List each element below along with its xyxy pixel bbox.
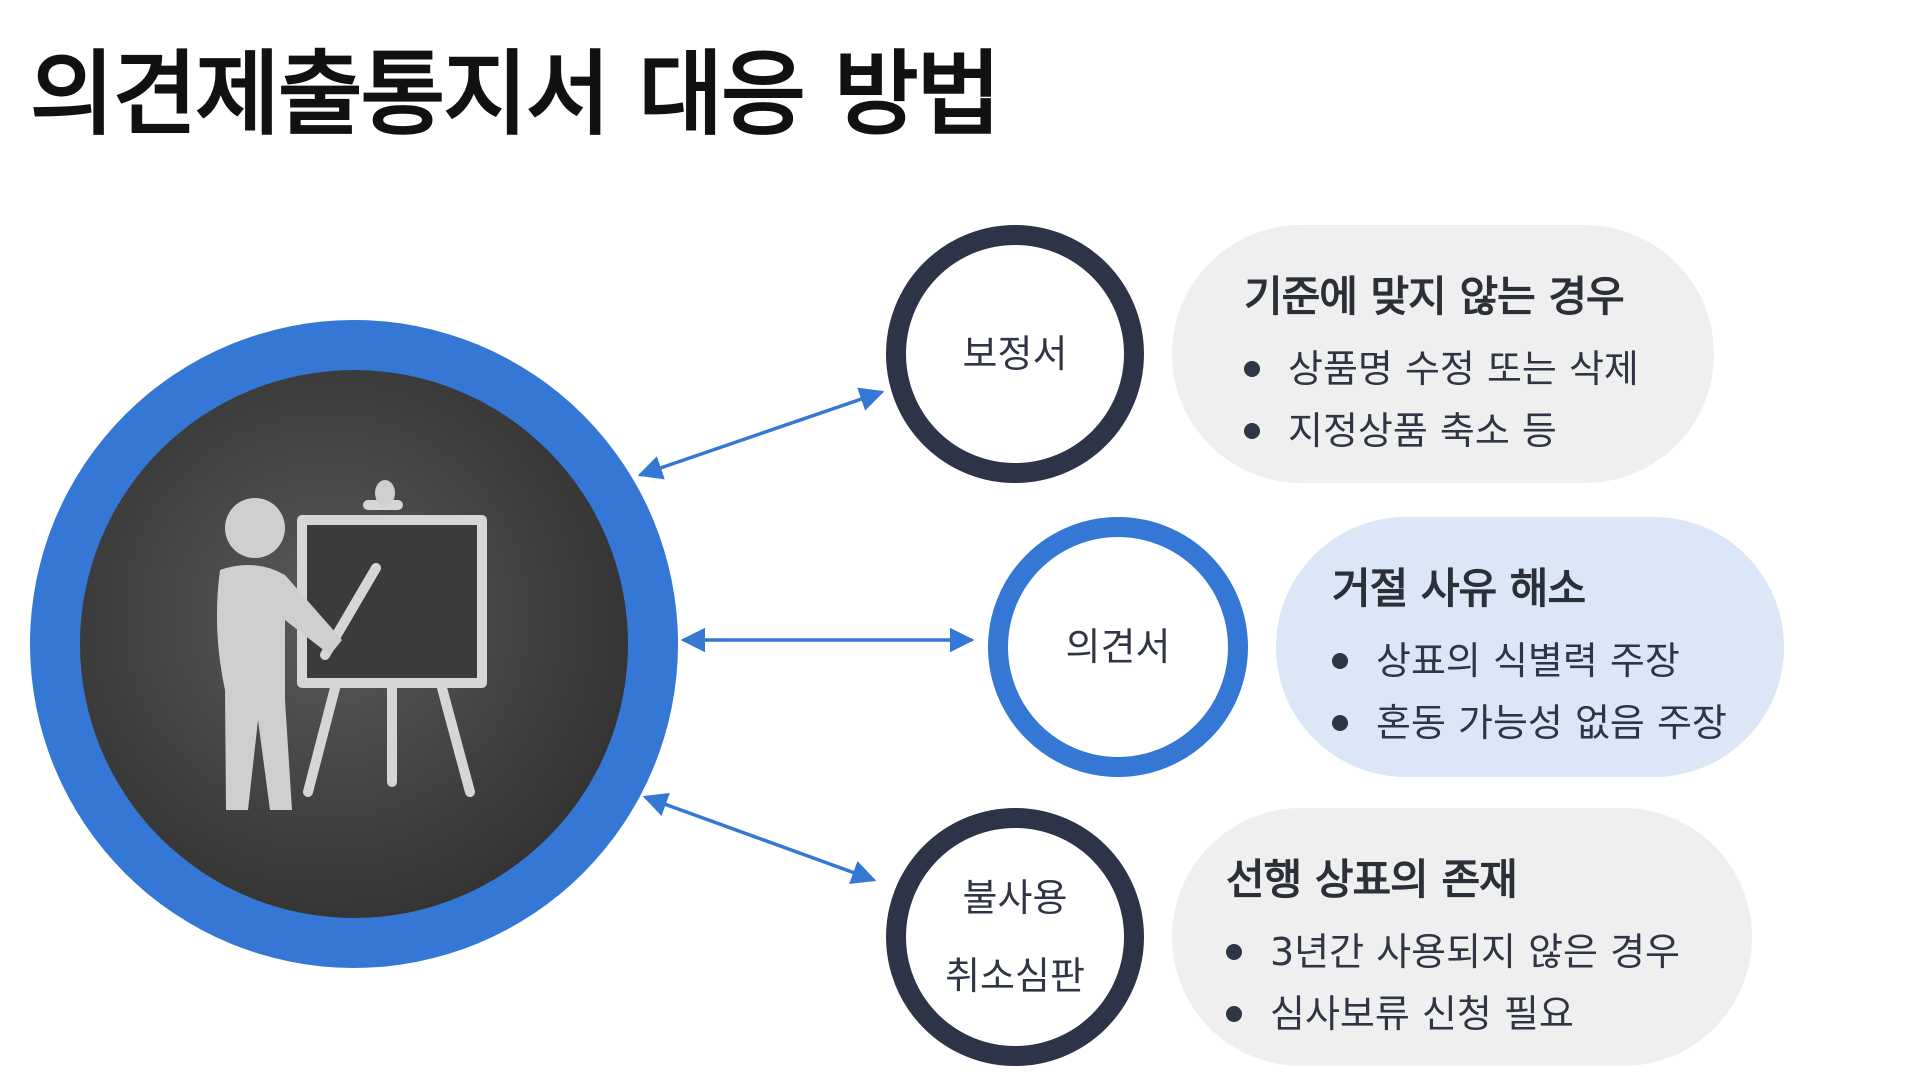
node-bojeongseo: 보정서: [886, 225, 1144, 483]
page-title: 의견제출통지서 대응 방법: [30, 41, 1001, 148]
arrow-to-node-1: [637, 387, 885, 480]
hub-circle: [30, 320, 678, 968]
node-label-line-1: 불사용: [962, 876, 1068, 920]
detail-card-3: 선행 상표의 존재 3년간 사용되지 않은 경우 심사보류 신청 필요: [1172, 808, 1752, 1066]
node-uigyeonseo: 의견서: [988, 517, 1248, 777]
node-cancellation-trial: 불사용 취소심판: [886, 808, 1144, 1066]
list-item: 혼동 가능성 없음 주장: [1332, 692, 1784, 754]
detail-bullet-list: 상표의 식별력 주장 혼동 가능성 없음 주장: [1332, 630, 1784, 754]
node-label-line-2: 취소심판: [945, 954, 1085, 998]
detail-bullet-list: 상품명 수정 또는 삭제 지정상품 축소 등: [1244, 338, 1714, 462]
chalkboard-image: [80, 370, 628, 918]
bullet-icon: [1332, 653, 1348, 669]
bullet-icon: [1226, 944, 1242, 960]
arrow-to-node-3: [642, 792, 877, 885]
node-label: 의견서: [1065, 625, 1171, 669]
presenter-at-board-icon: [216, 480, 487, 810]
detail-heading: 기준에 맞지 않는 경우: [1244, 272, 1625, 321]
node-label: 보정서: [962, 332, 1068, 376]
list-item: 심사보류 신청 필요: [1226, 983, 1752, 1045]
bullet-icon: [1332, 715, 1348, 731]
list-item: 상품명 수정 또는 삭제: [1244, 338, 1714, 400]
detail-bullet-list: 3년간 사용되지 않은 경우 심사보류 신청 필요: [1226, 921, 1752, 1045]
bullet-icon: [1226, 1006, 1242, 1022]
detail-heading: 선행 상표의 존재: [1226, 855, 1518, 904]
list-item: 상표의 식별력 주장: [1332, 630, 1784, 692]
list-item: 3년간 사용되지 않은 경우: [1226, 921, 1752, 983]
list-item: 지정상품 축소 등: [1244, 400, 1714, 462]
detail-card-2: 거절 사유 해소 상표의 식별력 주장 혼동 가능성 없음 주장: [1276, 517, 1784, 777]
bullet-icon: [1244, 423, 1260, 439]
bullet-icon: [1244, 361, 1260, 377]
detail-card-1: 기준에 맞지 않는 경우 상품명 수정 또는 삭제 지정상품 축소 등: [1172, 225, 1714, 483]
detail-heading: 거절 사유 해소: [1332, 564, 1586, 613]
